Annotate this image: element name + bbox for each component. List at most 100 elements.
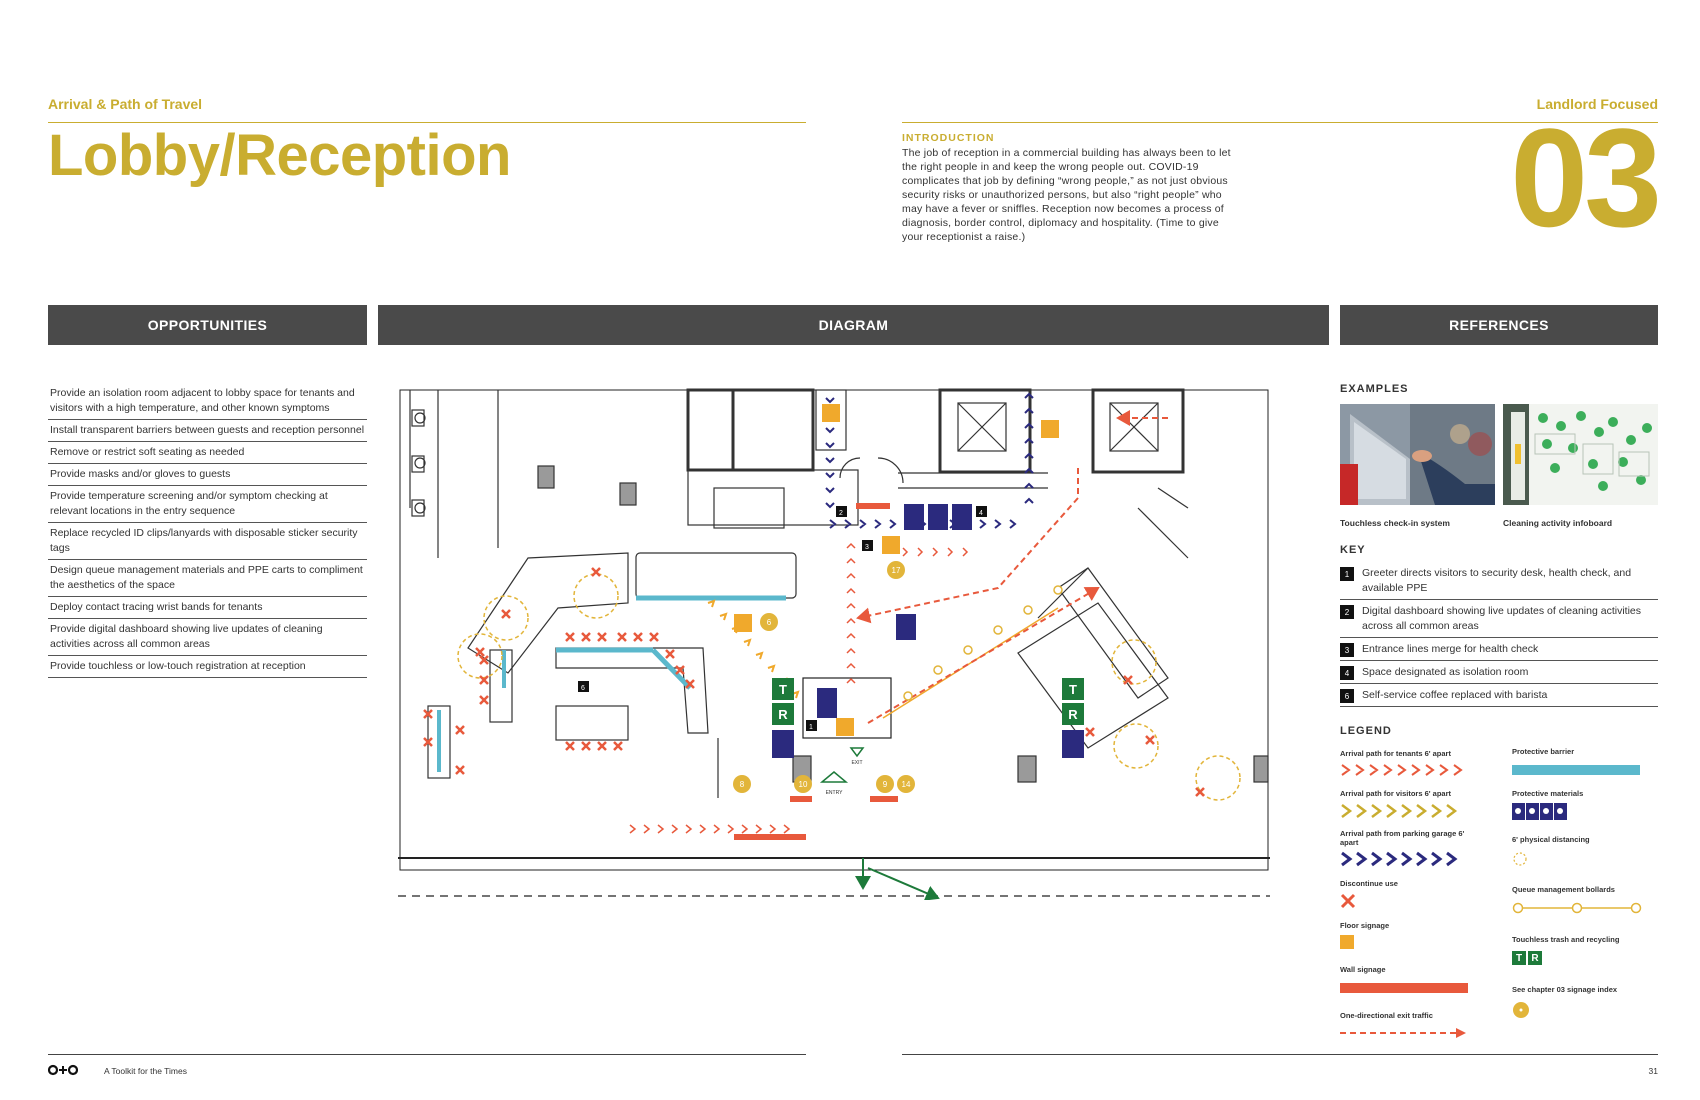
opportunity-item: Provide digital dashboard showing live u… — [48, 619, 367, 656]
diagram-header: DIAGRAM — [378, 305, 1329, 345]
key-number: 6 — [1340, 689, 1354, 703]
discontinue-x-icon — [1340, 893, 1356, 909]
legend-discontinue-label: Discontinue use — [1340, 879, 1398, 888]
signage-index-icon — [1513, 1002, 1529, 1018]
footer-text: A Toolkit for the Times — [104, 1066, 187, 1076]
references-header: REFERENCES — [1340, 305, 1658, 345]
parking-path-swatch — [1341, 851, 1458, 867]
key-text: Digital dashboard showing live updates o… — [1362, 605, 1641, 632]
legend-visitors-label: Arrival path for visitors 6' apart — [1340, 789, 1451, 798]
opportunities-header: OPPORTUNITIES — [48, 305, 367, 345]
key-number: 2 — [1340, 605, 1354, 619]
legend-heading: LEGEND — [1340, 725, 1392, 737]
page-number: 31 — [1648, 1066, 1658, 1076]
key-item: 1 Greeter directs visitors to security d… — [1340, 562, 1658, 600]
opportunity-item: Install transparent barriers between gue… — [48, 420, 367, 442]
circle-label-14: 14 — [902, 780, 911, 789]
trash-t-badge: T — [1512, 951, 1526, 965]
circle-label-17: 17 — [892, 566, 901, 575]
trash-r-badge: R — [1528, 951, 1542, 965]
legend-floor-label: Floor signage — [1340, 921, 1390, 930]
queue-bollards-swatch — [1512, 902, 1642, 914]
example-caption: Cleaning activity infoboard — [1503, 518, 1613, 528]
key-marker-2: 2 — [839, 510, 843, 517]
key-text: Entrance lines merge for health check — [1362, 643, 1539, 655]
header-rule-right — [902, 122, 1658, 123]
exit-label: EXIT — [851, 760, 862, 766]
key-text: Self-service coffee replaced with barist… — [1362, 689, 1548, 701]
touchless-check-in-photo — [1340, 404, 1495, 505]
intro-body: The job of reception in a commercial bui… — [902, 147, 1231, 243]
legend-tenants-label: Arrival path for tenants 6' apart — [1340, 749, 1451, 758]
tenant-path-swatch — [1341, 764, 1463, 776]
page-title: Lobby/Reception — [48, 123, 511, 188]
key-text: Space designated as isolation room — [1362, 666, 1529, 678]
floor-plan-diagram: 6 17 8 10 9 14 T R T R 1 2 3 4 6 EXIT EN… — [398, 388, 1270, 900]
opportunity-item: Deploy contact tracing wrist bands for t… — [48, 597, 367, 619]
key-heading: KEY — [1340, 544, 1366, 556]
key-item: 4 Space designated as isolation room — [1340, 661, 1658, 684]
opportunity-item: Provide touchless or low-touch registrat… — [48, 656, 367, 678]
legend-oneway-label: One-directional exit traffic — [1340, 1011, 1433, 1020]
key-marker-3: 3 — [865, 544, 869, 551]
opportunity-item: Provide temperature screening and/or sym… — [48, 486, 367, 523]
circle-label-8: 8 — [740, 780, 745, 789]
example-card: Cleaning activity infoboard — [1503, 404, 1658, 528]
legend-barrier-label: Protective barrier — [1512, 747, 1575, 756]
legend-parking-label: Arrival path from parking garage 6' apar… — [1340, 829, 1465, 847]
key-item: 3 Entrance lines merge for health check — [1340, 638, 1658, 661]
introduction: INTRODUCTION The job of reception in a c… — [902, 132, 1237, 244]
trash-label-r: R — [1068, 707, 1078, 722]
opportunity-item: Design queue management materials and PP… — [48, 560, 367, 597]
legend-bollards-label: Queue management bollards — [1512, 885, 1615, 894]
touchless-trash-icon: T R — [1512, 951, 1542, 965]
circle-label-9: 9 — [883, 780, 888, 789]
example-card: Touchless check-in system — [1340, 404, 1495, 528]
wall-signage-swatch — [1340, 983, 1468, 993]
legend: Arrival path for tenants 6' apart Arriva… — [1340, 747, 1658, 1077]
legend-trash-label: Touchless trash and recycling — [1512, 935, 1620, 944]
protective-barrier-swatch — [1512, 765, 1640, 775]
legend-chapter-label: See chapter 03 signage index — [1512, 985, 1618, 994]
opportunity-item: Provide an isolation room adjacent to lo… — [48, 383, 367, 420]
key-marker-1: 1 — [809, 724, 813, 731]
footer-rule-left — [48, 1054, 806, 1055]
focus-label: Landlord Focused — [1536, 96, 1658, 112]
key-number: 4 — [1340, 666, 1354, 680]
entry-label: ENTRY — [826, 790, 844, 796]
protective-materials-icon — [1512, 803, 1567, 820]
key-number: 1 — [1340, 567, 1354, 581]
header-rule-left — [48, 122, 806, 123]
examples-heading: EXAMPLES — [1340, 383, 1409, 395]
floor-signage-icon — [1340, 935, 1354, 949]
legend-materials-label: Protective materials — [1512, 789, 1584, 798]
trash-label-t: T — [1069, 682, 1077, 697]
legend-distancing-label: 6' physical distancing — [1512, 835, 1590, 844]
chapter-number: 03 — [1510, 99, 1662, 256]
one-way-arrow-swatch — [1340, 1028, 1466, 1038]
key-text: Greeter directs visitors to security des… — [1362, 567, 1632, 594]
key-marker-4: 4 — [979, 510, 983, 517]
key-number: 3 — [1340, 643, 1354, 657]
footer-rule-right — [902, 1054, 1658, 1055]
distancing-circle-icon — [1513, 852, 1527, 866]
key-item: 2 Digital dashboard showing live updates… — [1340, 600, 1658, 638]
trash-label-r: R — [778, 707, 788, 722]
visitor-path-swatch — [1341, 804, 1458, 818]
opportunities-list: Provide an isolation room adjacent to lo… — [48, 383, 367, 678]
key-item: 6 Self-service coffee replaced with bari… — [1340, 684, 1658, 707]
trash-label-t: T — [779, 682, 787, 697]
legend-wall-label: Wall signage — [1340, 965, 1386, 974]
cleaning-infoboard-photo — [1503, 404, 1658, 505]
opportunity-item: Remove or restrict soft seating as neede… — [48, 442, 367, 464]
opportunity-item: Provide masks and/or gloves to guests — [48, 464, 367, 486]
references-panel: EXAMPLES Touchless check-in system — [1340, 383, 1658, 1077]
opportunity-item: Replace recycled ID clips/lanyards with … — [48, 523, 367, 560]
example-caption: Touchless check-in system — [1340, 518, 1450, 528]
intro-heading: INTRODUCTION — [902, 132, 995, 144]
circle-label-10: 10 — [799, 780, 808, 789]
circle-label-6: 6 — [767, 618, 772, 627]
oo-logo-icon — [48, 1064, 78, 1076]
key-marker-6: 6 — [581, 685, 585, 692]
section-label: Arrival & Path of Travel — [48, 96, 203, 112]
